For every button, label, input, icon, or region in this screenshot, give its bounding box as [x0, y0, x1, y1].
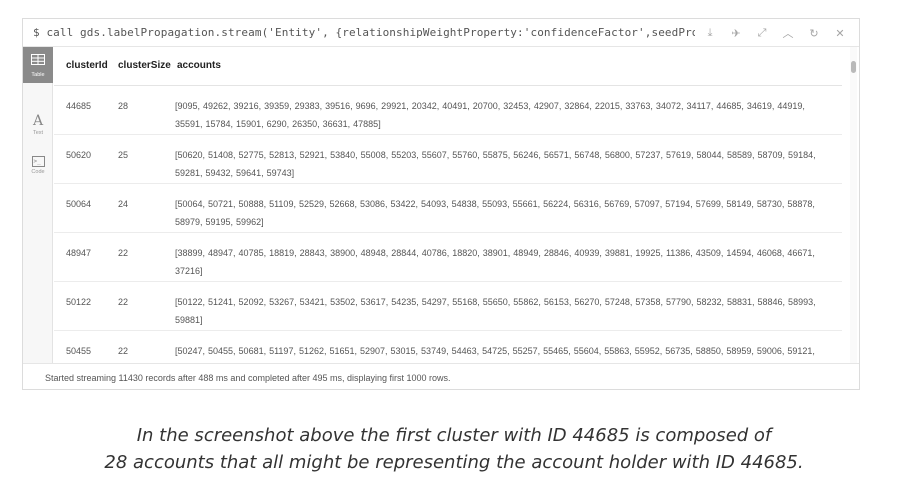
scrollbar-thumb[interactable]	[851, 61, 856, 73]
result-table: clusterId clusterSize accounts 44685 28 …	[54, 47, 849, 363]
cell-accounts[interactable]: [50620, 51408, 52775, 52813, 52921, 5384…	[165, 134, 842, 184]
column-header-clustersize[interactable]: clusterSize	[106, 47, 171, 86]
collapse-icon[interactable]: ︿	[782, 28, 794, 40]
table-row: 50064 24 [50064, 50721, 50888, 51109, 52…	[54, 183, 842, 233]
cell-clusterid[interactable]: 50455	[54, 330, 106, 363]
cell-clusterid[interactable]: 50122	[54, 281, 106, 331]
query-text[interactable]: $ call gds.labelPropagation.stream('Enti…	[33, 26, 695, 39]
column-header-clusterid[interactable]: clusterId	[54, 47, 108, 86]
cell-accounts[interactable]: [50247, 50455, 50681, 51197, 51262, 5165…	[165, 330, 842, 363]
code-icon: >_	[31, 155, 45, 167]
table-header-row: clusterId clusterSize accounts	[54, 47, 842, 86]
sidebar-item-label: Table	[31, 72, 45, 78]
cell-clustersize[interactable]: 24	[106, 183, 165, 233]
download-icon[interactable]: ⤓	[707, 26, 713, 39]
cell-clustersize[interactable]: 22	[106, 232, 165, 282]
close-icon[interactable]: ✕	[835, 27, 845, 40]
cell-clustersize[interactable]: 22	[106, 330, 165, 363]
sidebar-item-table[interactable]: Table	[23, 47, 53, 83]
caption: In the screenshot above the first cluste…	[0, 422, 908, 476]
sidebar-item-text[interactable]: A Text	[23, 107, 53, 143]
result-frame: $ call gds.labelPropagation.stream('Enti…	[22, 18, 860, 390]
vertical-scrollbar[interactable]	[850, 47, 857, 363]
column-header-accounts[interactable]: accounts	[165, 47, 842, 86]
caption-line-1: In the screenshot above the first cluste…	[136, 425, 772, 446]
cell-clustersize[interactable]: 25	[106, 134, 165, 184]
view-sidebar: Table A Text >_ Code	[23, 47, 53, 363]
cell-accounts[interactable]: [50122, 51241, 52092, 53267, 53421, 5350…	[165, 281, 842, 331]
cell-clustersize[interactable]: 22	[106, 281, 165, 331]
cell-accounts[interactable]: [50064, 50721, 50888, 51109, 52529, 5266…	[165, 183, 842, 233]
rerun-icon[interactable]: ↻	[809, 27, 819, 40]
pin-icon[interactable]: ✈	[731, 27, 741, 40]
table-row: 50122 22 [50122, 51241, 52092, 53267, 53…	[54, 281, 842, 331]
table-row: 50620 25 [50620, 51408, 52775, 52813, 52…	[54, 134, 842, 184]
cell-clusterid[interactable]: 48947	[54, 232, 106, 282]
command-bar: $ call gds.labelPropagation.stream('Enti…	[23, 19, 859, 47]
frame-actions: ⤓ ✈ ⤢ ︿ ↻ ✕	[697, 24, 853, 42]
table-row: 50455 22 [50247, 50455, 50681, 51197, 51…	[54, 330, 842, 363]
table-icon	[31, 52, 45, 70]
table-row: 48947 22 [38899, 48947, 40785, 18819, 28…	[54, 232, 842, 282]
cell-clusterid[interactable]: 50620	[54, 134, 106, 184]
cell-clusterid[interactable]: 50064	[54, 183, 106, 233]
table-row: 44685 28 [9095, 49262, 39216, 39359, 293…	[54, 85, 842, 135]
cell-clusterid[interactable]: 44685	[54, 85, 106, 135]
expand-icon[interactable]: ⤢	[757, 26, 767, 39]
cell-accounts[interactable]: [9095, 49262, 39216, 39359, 29383, 39516…	[165, 85, 842, 135]
status-bar: Started streaming 11430 records after 48…	[23, 363, 859, 389]
sidebar-item-label: Code	[31, 168, 45, 175]
caption-line-2: 28 accounts that all might be representi…	[104, 452, 804, 473]
sidebar-item-label: Text	[32, 130, 44, 136]
cell-accounts[interactable]: [38899, 48947, 40785, 18819, 28843, 3890…	[165, 232, 842, 282]
sidebar-item-code[interactable]: >_ Code	[23, 147, 53, 183]
text-icon: A	[32, 113, 44, 129]
cell-clustersize[interactable]: 28	[106, 85, 165, 135]
